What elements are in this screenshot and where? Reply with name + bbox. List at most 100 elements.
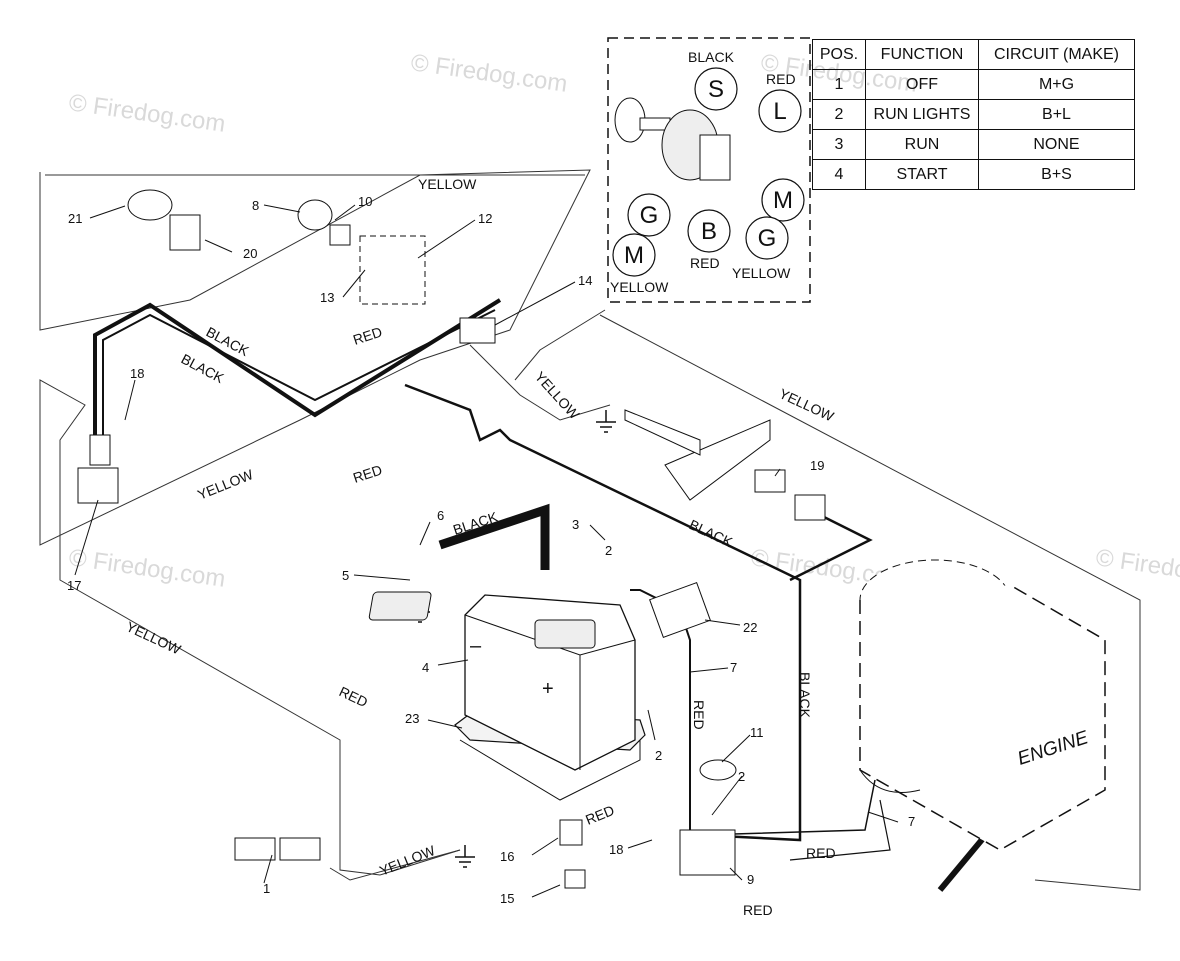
terminal-s-circle [694, 67, 738, 111]
part-number: 13 [320, 290, 334, 305]
terminal-label: M [624, 242, 644, 269]
wire-label-red: RED [691, 700, 707, 730]
wire-label-yellow: YELLOW [124, 618, 184, 657]
wire-label-black: BLACK [797, 672, 813, 719]
wire-label: YELLOW [732, 265, 791, 281]
part-number: 16 [500, 849, 514, 864]
battery-plus-sign: + [542, 678, 554, 700]
part-number: 18 [130, 366, 144, 381]
wire-label-yellow: YELLOW [377, 842, 438, 879]
wire-label-yellow: YELLOW [532, 368, 583, 423]
switch-12-box [359, 235, 426, 305]
terminal-l-circle [758, 89, 802, 133]
solenoid-icon [679, 829, 736, 876]
seat-switch-icon [77, 467, 119, 504]
part-number: 12 [478, 211, 492, 226]
part-number: 20 [243, 246, 257, 261]
key-tag-icon [564, 869, 586, 889]
table-header: POS. [812, 39, 866, 70]
part-number: 14 [578, 273, 592, 288]
table-cell: 3 [812, 129, 866, 160]
wire-label-red: RED [337, 683, 371, 710]
ground-icon [596, 410, 616, 433]
table-row: 4 START B+S [812, 159, 1135, 190]
wire-label-red: RED [743, 902, 773, 918]
switch-plug-icon [89, 434, 111, 466]
terminal-m2-circle [612, 233, 656, 277]
terminal-g2-circle [745, 216, 789, 260]
wire-label: RED [690, 255, 720, 271]
watermark: © Firedog.com [1094, 544, 1180, 593]
table-row: 1 OFF M+G [812, 69, 1135, 100]
wire-label-red: RED [351, 462, 384, 486]
part-number: 17 [67, 578, 81, 593]
part-number: 9 [747, 872, 754, 887]
part-number: 4 [422, 660, 429, 675]
wire-label: BLACK [688, 49, 735, 65]
switch-function-table: POS. FUNCTION CIRCUIT (MAKE) 1 OFF M+G 2… [812, 39, 1135, 190]
engine: ENGINE [859, 559, 1106, 851]
bulb-icon [127, 189, 173, 221]
watermark: © Firedog.com [67, 89, 227, 138]
part-number: 1 [263, 881, 270, 896]
terminal-g-circle [627, 193, 671, 237]
wire-label-black: BLACK [687, 516, 736, 550]
part-number: 6 [437, 508, 444, 523]
connector-1b-icon [234, 837, 276, 861]
boot-icon [649, 582, 711, 638]
table-cell: 4 [812, 159, 866, 190]
table-header: CIRCUIT (MAKE) [978, 39, 1135, 70]
watermark: © Firedog.com [67, 544, 227, 593]
bracket-plate-icon [624, 409, 701, 456]
small-parts [77, 189, 826, 889]
terminal-label: G [640, 202, 659, 229]
ignition-switch-inset: S L M G B G M BLACK RED RED YELLOW YELLO… [607, 37, 811, 303]
harness-connector-icon [459, 317, 496, 344]
wire-label-red: RED [583, 802, 616, 828]
nut-8-icon [297, 199, 333, 231]
table-header: FUNCTION [865, 39, 979, 70]
part-number: 15 [500, 891, 514, 906]
wire-label-yellow: YELLOW [777, 385, 837, 424]
connector-1-icon [279, 837, 321, 861]
table-cell: B+L [978, 99, 1135, 130]
part-number: 2 [738, 769, 745, 784]
part-number: 11 [750, 725, 764, 740]
table-cell: NONE [978, 129, 1135, 160]
table-row: 2 RUN LIGHTS B+L [812, 99, 1135, 130]
terminal-m-circle [761, 178, 805, 222]
battery: – + [368, 591, 646, 801]
watermark: © Firedog.com [409, 49, 569, 98]
main-harness [93, 298, 993, 892]
wire-label-yellow: YELLOW [418, 176, 477, 192]
part-number: 7 [730, 660, 737, 675]
nut-10-icon [329, 224, 351, 246]
table-cell: START [865, 159, 979, 190]
key-icon [559, 819, 583, 846]
bulb-socket-icon [169, 214, 201, 251]
terminal-label: B [701, 218, 717, 245]
terminal-label: S [708, 76, 724, 103]
table-header-row: POS. FUNCTION CIRCUIT (MAKE) [812, 39, 1135, 70]
wire-label-yellow: YELLOW [195, 466, 256, 503]
terminal-label: L [773, 98, 786, 125]
table-cell: RUN LIGHTS [865, 99, 979, 130]
terminal-b-circle [687, 209, 731, 253]
ignition-key-icon [614, 97, 731, 181]
table-row: 3 RUN NONE [812, 129, 1135, 160]
inset-frame [607, 37, 811, 303]
wire-label: YELLOW [610, 279, 669, 295]
part-number: 21 [68, 211, 82, 226]
part-number: 5 [342, 568, 349, 583]
leader-lines [74, 204, 899, 898]
wire-label-black: BLACK [179, 351, 228, 387]
part-number: 8 [252, 198, 259, 213]
ground-icon [455, 845, 475, 868]
connector-icon [794, 494, 826, 521]
terminal-cover-icon [699, 759, 737, 781]
part-number: 19 [810, 458, 824, 473]
bracket-icon [664, 419, 771, 501]
part-number: 18 [609, 842, 623, 857]
part-number: 2 [655, 748, 662, 763]
